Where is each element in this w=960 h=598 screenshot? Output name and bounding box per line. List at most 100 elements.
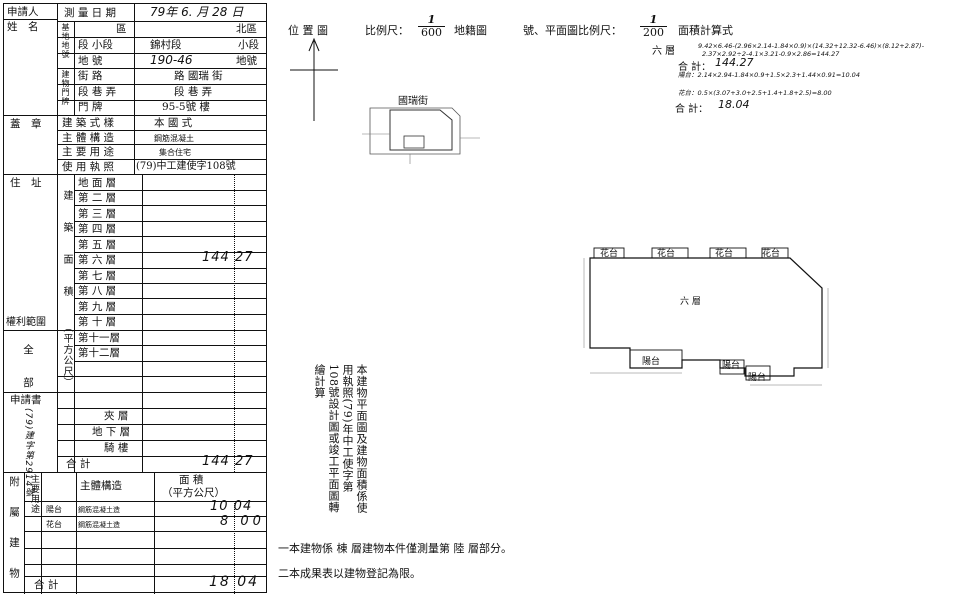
street-value: 路 國瑞 街 (174, 70, 223, 82)
lane-label: 段 巷 弄 (78, 86, 117, 98)
name-label: 姓 名 (7, 21, 39, 33)
floor-4: 第 四 層 (78, 223, 117, 235)
plan-den: 200 (643, 26, 664, 39)
floor-9: 第 九 層 (78, 301, 117, 313)
subsection: 小段 (238, 39, 259, 51)
permit-value: (79)中工建使字108號 (136, 161, 236, 172)
floor-6: 第 六 層 (78, 254, 117, 266)
balcony-label-2: 陽台 (722, 361, 741, 371)
scale-den: 600 (421, 26, 442, 39)
floor-2: 第 二 層 (78, 192, 117, 204)
base-label: 基地地號 (61, 23, 70, 59)
use-value: 集合住宅 (159, 148, 191, 157)
application-label: 申請書 (10, 394, 42, 406)
unit-side-label: （平方公尺） (61, 322, 72, 388)
survey-date: 79年 6. 月 28 日 (150, 5, 244, 19)
annex-total-label: 合 計 (34, 579, 59, 591)
main-use-label: 主要用途 (29, 474, 39, 514)
door-label: 門 牌 (78, 101, 103, 113)
seal-label: 蓋 章 (10, 118, 42, 130)
annex-area-2: 8 00 (220, 514, 265, 529)
annex-area-1: 10 04 (210, 499, 253, 514)
balcony-label-1: 陽台 (642, 357, 661, 367)
plan-num: 1 (640, 14, 667, 27)
statement-text: 本建物平面圖及建物面積係使用執照(79)年中工使字第108號設計圖或竣工平面圖轉… (313, 364, 368, 514)
style-value: 本 國 式 (154, 117, 193, 129)
calc-planter: 花台：0.5×(3.07+3.0+2.5+1.4+1.8+2.5)=8.00 (678, 89, 832, 97)
section-label: 段 小段 (78, 39, 113, 51)
structure-label: 主 體 構 造 (62, 132, 115, 144)
planter-label-4: 花台 (762, 249, 781, 259)
area-header: 面 積 (179, 474, 204, 486)
building-label: 建物門牌 (61, 70, 70, 106)
style-label: 建 築 式 樣 (62, 117, 115, 129)
applicant-label: 申請人 (7, 6, 39, 18)
plan-scale-label: 號、平面圖比例尺： (523, 24, 622, 37)
area-unit: （平方公尺） (162, 487, 225, 499)
street-name-label: 國瑞街 (398, 96, 428, 107)
annex-struct-2: 鋼筋混凝土造 (78, 521, 120, 529)
parcel-map-label: 地籍圖 (454, 24, 487, 37)
street-label: 街 路 (78, 70, 103, 82)
floor-7: 第 七 層 (78, 270, 117, 282)
floor-10: 第 十 層 (78, 316, 117, 328)
arcade-label: 騎 樓 (104, 442, 129, 454)
floor-label: 六 層 (680, 297, 701, 307)
main-struct-label: 主體構造 (80, 480, 122, 492)
scale-label: 比例尺： (365, 24, 409, 37)
annex-total: 18 04 (209, 574, 260, 590)
annex-use-2: 花台 (46, 520, 62, 529)
floor-3: 第 三 層 (78, 208, 117, 220)
total-area: 144 27 (202, 454, 254, 469)
floor-1: 地 面 層 (78, 177, 117, 189)
use-label: 主 要 用 途 (62, 146, 115, 158)
note-1: 一本建物係 棟 層建物本件僅測量第 陸 層部分。 (278, 542, 512, 555)
application-number: (79)建字第2914號 (23, 408, 33, 498)
lot-suffix: 地號 (236, 55, 257, 67)
calc-balcony: 陽台：2.14×2.94-1.84×0.9+1.5×2.3+1.44×0.91=… (678, 71, 860, 79)
calc-six-line1: 9.42×6.46-(2.96×2.14-1.84×0.9)×(14.32+12… (698, 42, 925, 50)
plan-fraction: 1 200 (640, 14, 667, 39)
structure-value: 鋼筋混凝土 (154, 134, 194, 143)
sixth-floor-area: 144 27 (202, 250, 254, 265)
rights-scope-label: 權利範圍 (6, 317, 46, 328)
address-label: 住 址 (10, 177, 42, 189)
section-value: 錦村段 (150, 39, 182, 51)
building-survey-table: 申請人 姓 名 測 量 日 期 79年 6. 月 28 日 基地地號 區 北區 … (3, 3, 267, 598)
note-2: 二本成果表以建物登記為限。 (278, 567, 421, 580)
door-value: 95-5號 樓 (162, 101, 210, 113)
calc-six-label: 六 層 (652, 46, 676, 57)
location-sketch (362, 107, 480, 164)
district-label: 區 (116, 23, 127, 35)
district-value: 北區 (236, 23, 257, 35)
calc-total-label: 合 計： (678, 62, 712, 73)
planter-label-3: 花台 (715, 249, 734, 259)
building-area-label: 建築面積 (61, 190, 72, 318)
balcony-label-3: 陽台 (748, 373, 767, 383)
annex-struct-1: 鋼筋混凝土造 (78, 506, 120, 514)
annex-use-1: 陽台 (46, 505, 62, 514)
area-calc-label: 面積計算式 (678, 24, 733, 37)
floor-8: 第 八 層 (78, 285, 117, 297)
calc-grand: 18.04 (718, 98, 750, 111)
planter-label-1: 花台 (600, 249, 619, 259)
north-arrow-icon (290, 37, 338, 121)
planter-label-2: 花台 (657, 249, 676, 259)
permit-label: 使 用 執 照 (62, 161, 115, 173)
drawing-area: 位 置 圖 比例尺： 1 600 地籍圖 號、平面圖比例尺： 1 200 面積計… (270, 0, 960, 597)
scale-fraction: 1 600 (418, 14, 445, 39)
calc-grand-label: 合 計： (675, 104, 709, 115)
total-label: 合 計 (66, 458, 91, 470)
basement-label: 地 下 層 (92, 426, 131, 438)
lot-label: 地 號 (78, 55, 103, 67)
floor-plan (583, 247, 829, 386)
floor-12: 第十二層 (78, 347, 120, 359)
all-label: 全 部 (22, 344, 34, 394)
survey-date-label: 測 量 日 期 (64, 7, 117, 19)
annex-label: 附屬建物 (8, 476, 20, 598)
location-map-label: 位 置 圖 (288, 24, 328, 37)
calc-six-line2: 2.37×2.92÷2-4.1×3.21-0.9×2.86=144.27 (702, 50, 840, 58)
calc-total: 144.27 (715, 56, 754, 69)
floor-11: 第十一層 (78, 332, 120, 344)
